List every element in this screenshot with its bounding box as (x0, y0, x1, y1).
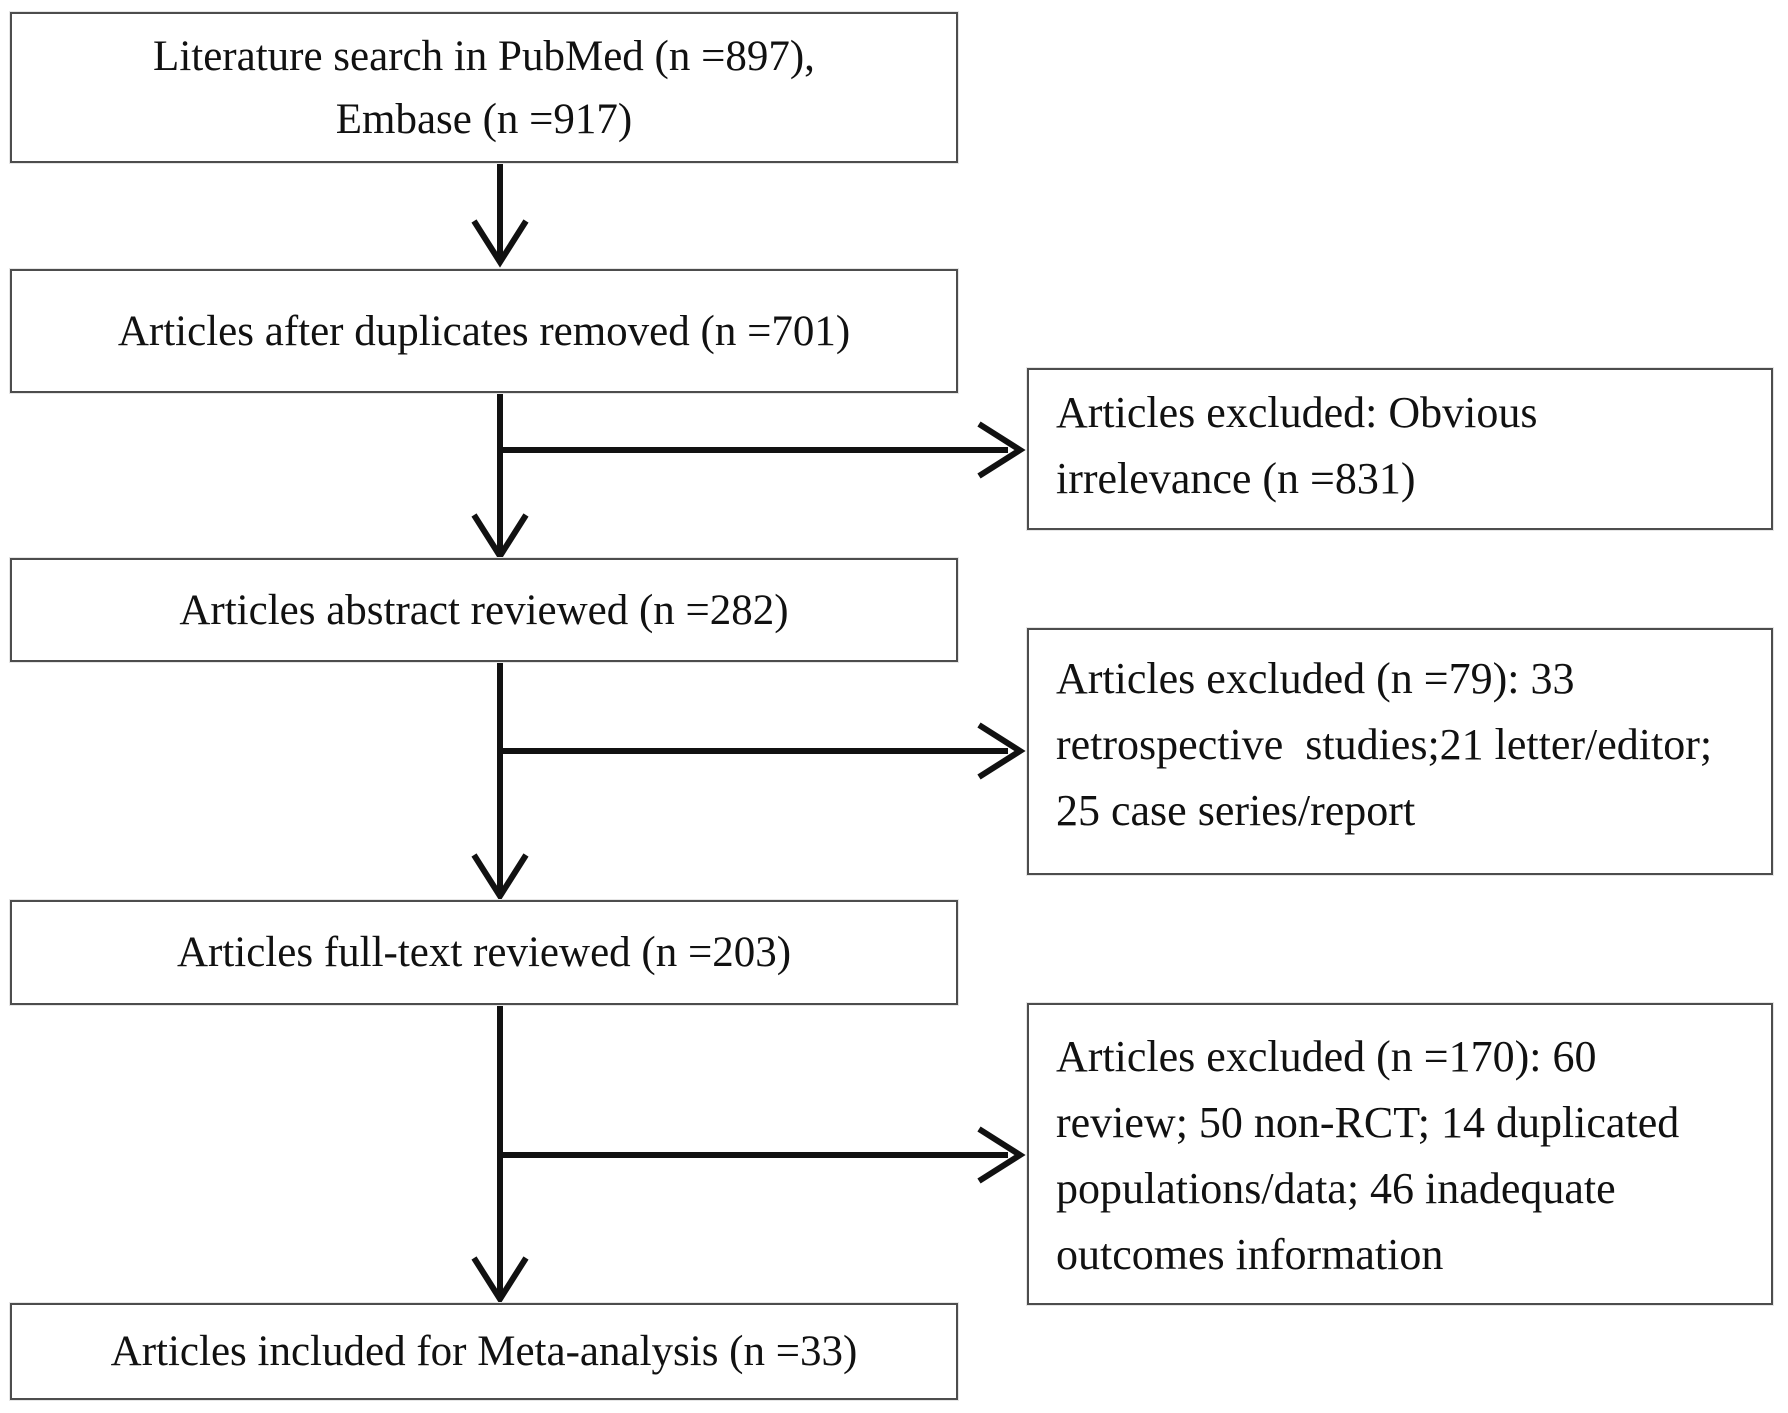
arrow-search-to-duplicates (471, 163, 529, 268)
arrow-branch-excluded-fulltext (500, 1126, 1026, 1184)
excluded-box-obvious-irrelevance: Articles excluded: Obvious irrelevance (… (1027, 368, 1773, 530)
box-text-line: Literature search in PubMed (n =897), (153, 32, 815, 80)
box-text-line: outcomes information (1056, 1230, 1444, 1279)
arrow-duplicates-to-abstract (471, 393, 529, 562)
excluded-box-fulltext-stage: Articles excluded (n =170): 60 review; 5… (1027, 1003, 1773, 1305)
flow-box-literature-search: Literature search in PubMed (n =897), Em… (10, 12, 958, 163)
box-text-line: retrospective studies;21 letter/editor; (1056, 720, 1713, 769)
box-text-line: Articles full-text reviewed (n =203) (176, 929, 792, 976)
box-text-line: Articles excluded (n =170): 60 (1056, 1032, 1597, 1081)
flow-box-included-meta-analysis: Articles included for Meta-analysis (n =… (10, 1303, 958, 1400)
flow-box-duplicates-removed: Articles after duplicates removed (n =70… (10, 269, 958, 393)
box-text-line: 25 case series/report (1056, 786, 1416, 835)
arrow-branch-obvious-irrelevance (500, 421, 1026, 479)
arrow-fulltext-to-included (471, 1005, 529, 1305)
box-text-line: review; 50 non-RCT; 14 duplicated (1056, 1098, 1680, 1147)
arrow-abstract-to-fulltext (471, 662, 529, 902)
box-text-line: Articles excluded (n =79): 33 (1056, 654, 1575, 703)
excluded-box-abstract-stage: Articles excluded (n =79): 33 retrospect… (1027, 628, 1773, 875)
box-text-line: Articles abstract reviewed (n =282) (179, 586, 789, 634)
box-text-line: Articles included for Meta-analysis (n =… (110, 1328, 858, 1375)
box-text-line: populations/data; 46 inadequate (1056, 1164, 1616, 1213)
box-text-line: Articles after duplicates removed (n =70… (117, 307, 851, 355)
flow-box-fulltext-reviewed: Articles full-text reviewed (n =203) (10, 900, 958, 1005)
box-text-line: Articles excluded: Obvious (1056, 388, 1538, 437)
flow-box-abstract-reviewed: Articles abstract reviewed (n =282) (10, 558, 958, 662)
box-text-line: irrelevance (n =831) (1056, 454, 1416, 503)
box-text-line: Embase (n =917) (335, 95, 633, 143)
arrow-branch-excluded-abstract (500, 722, 1026, 780)
